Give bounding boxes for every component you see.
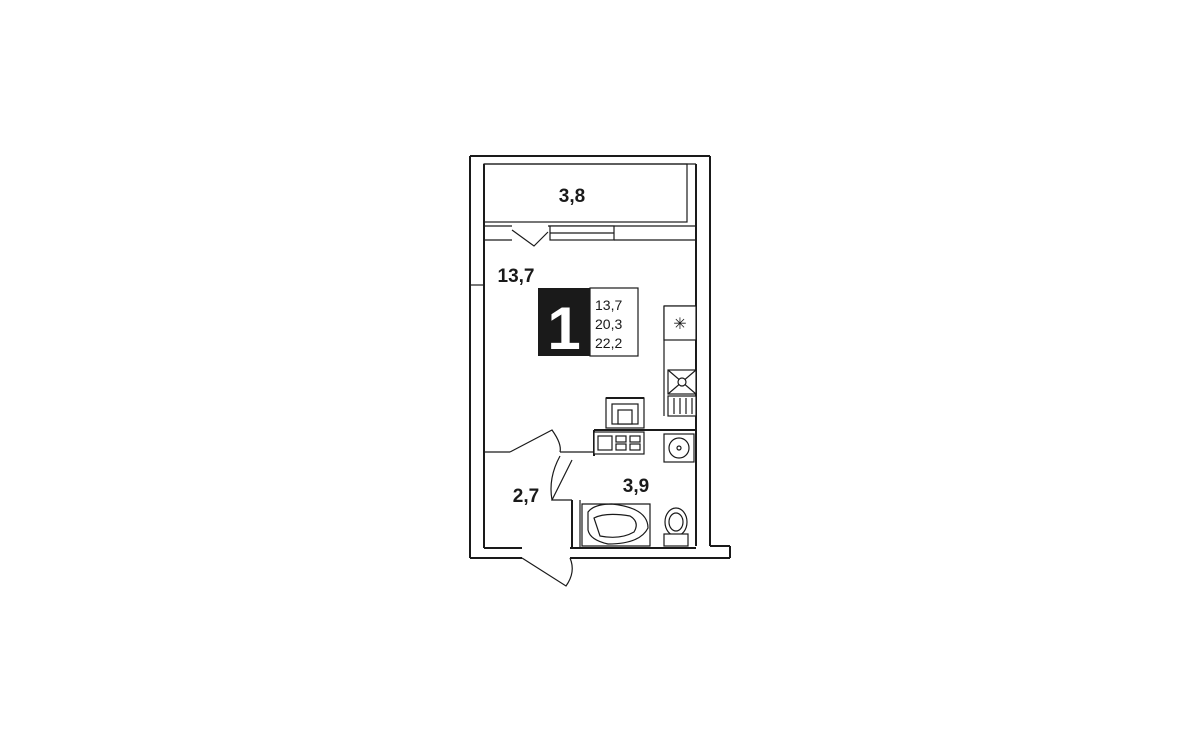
bathtub-outline xyxy=(581,503,651,547)
toilet xyxy=(663,507,689,547)
toilet-seat xyxy=(668,512,684,532)
badge-room-count: 1 xyxy=(547,295,580,362)
bath-cabinet-cell-1 xyxy=(597,435,613,451)
outer-walls xyxy=(469,155,731,559)
bath-cabinet-cell-3 xyxy=(615,443,627,451)
doors xyxy=(509,429,573,587)
bath-cabinet-cell-4 xyxy=(629,435,641,443)
kitchen-counter: ✳ xyxy=(663,305,697,417)
stove xyxy=(663,305,697,341)
bathroom-door-swing xyxy=(550,455,561,501)
bath-cabinet-cell-2 xyxy=(615,435,627,443)
washbasin xyxy=(663,433,695,463)
balcony xyxy=(483,163,696,247)
washbasin-drain xyxy=(676,445,682,451)
badge-background xyxy=(538,288,590,356)
entrance-door xyxy=(521,557,573,587)
toilet-tank xyxy=(663,533,689,547)
bathtub-inner xyxy=(593,513,637,538)
hall-door xyxy=(509,429,561,453)
bathtub xyxy=(581,503,651,547)
badge-living-area: 13,7 xyxy=(595,297,622,313)
apartment-badge: 1 13,7 20,3 22,2 xyxy=(538,287,639,362)
room-label-hall: 2,7 xyxy=(513,486,539,507)
badge-total-with-balcony: 22,2 xyxy=(595,335,622,351)
toilet-icon xyxy=(664,507,688,537)
boiler xyxy=(605,397,645,429)
sink-drainboard xyxy=(667,395,697,417)
room-label-living: 13,7 xyxy=(498,266,535,287)
balcony-outline xyxy=(483,163,688,223)
bath-cabinet-cell-5 xyxy=(629,443,641,451)
room-label-balcony: 3,8 xyxy=(559,186,585,207)
room-label-bathroom: 3,9 xyxy=(623,476,649,497)
balcony-door xyxy=(511,229,549,247)
badge-areas-box xyxy=(589,287,639,357)
bathtub-icon xyxy=(587,503,649,545)
boiler-core xyxy=(617,409,633,425)
stove-burner-icon: ✳ xyxy=(673,314,686,333)
badge-total-area: 20,3 xyxy=(595,316,622,332)
washbasin-icon xyxy=(668,437,690,459)
bathroom-walls xyxy=(484,429,696,548)
sink-drain xyxy=(677,377,687,387)
